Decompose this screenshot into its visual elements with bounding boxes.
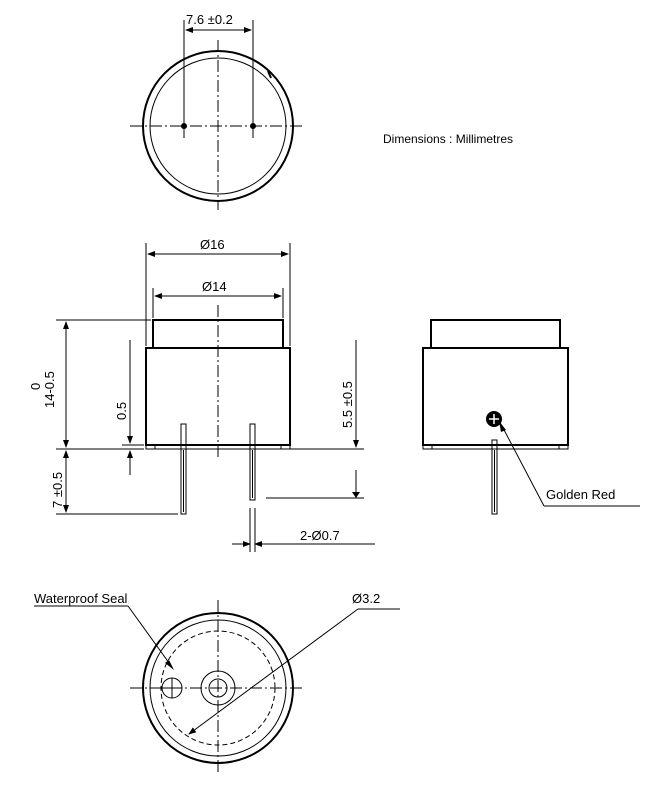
- pin-spacing-label: 7.6 ±0.2: [186, 12, 233, 27]
- waterproof-seal-label: Waterproof Seal: [34, 591, 128, 606]
- base-gap-label: 0.5: [114, 402, 129, 420]
- body-height-label: 5.5 ±0.5: [340, 381, 355, 428]
- pin-mark-right: [250, 114, 256, 138]
- diameter-outer-label: Ø16: [200, 237, 225, 252]
- top-view: 7.6 ±0.2: [130, 12, 304, 210]
- hole-diameter-label: Ø3.2: [352, 591, 380, 606]
- side-view: Golden Red: [422, 319, 640, 515]
- bottom-view: Ø3.2 Waterproof Seal: [34, 591, 400, 775]
- polarity-plus-icon: [486, 411, 502, 427]
- pin-mark-left: [181, 114, 187, 138]
- front-view: Ø16 Ø14 0 14-0.5 0.5 7 ±0.5 5.5 ±0.5: [28, 237, 375, 552]
- height-tolerance-upper: 14-0.5: [42, 371, 57, 408]
- golden-red-label: Golden Red: [546, 487, 615, 502]
- units-note: Dimensions : Millimetres: [383, 132, 513, 146]
- front-pin-right: [249, 423, 256, 501]
- pin-length-label: 7 ±0.5: [50, 472, 65, 508]
- pin-diameter-label: 2-Ø0.7: [300, 528, 340, 543]
- height-tolerance-lower: 0: [28, 383, 43, 390]
- diameter-inner-label: Ø14: [202, 279, 227, 294]
- front-pin-left: [180, 423, 187, 515]
